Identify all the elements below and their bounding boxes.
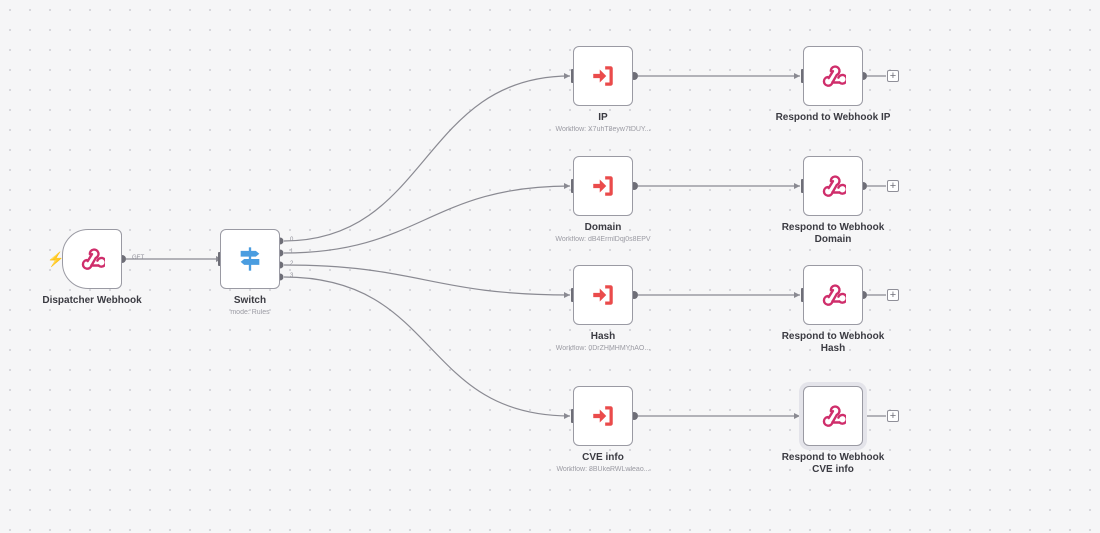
switch-output-1-label: 1 (290, 249, 294, 255)
add-node-button[interactable]: + (887, 410, 899, 422)
webhook-icon (822, 405, 846, 427)
cve-info-label: CVE info (582, 452, 624, 463)
domain-subtitle: Workflow: dB4ErmlDqj0s8EPV (555, 236, 651, 243)
add-node-button[interactable]: + (887, 180, 899, 192)
dispatcher-webhook-node[interactable] (62, 229, 122, 289)
cve-info-workflow-node[interactable] (573, 386, 633, 446)
edge-switch-hash (283, 264, 571, 296)
switch-output-2-label: 2 (290, 261, 294, 267)
respond-webhook-cve-info-node[interactable] (803, 386, 863, 446)
respond-webhook-domain-node[interactable] (803, 156, 863, 216)
webhook-icon (822, 65, 846, 87)
domain-label: Domain (584, 222, 622, 233)
execute-workflow-icon (593, 176, 613, 196)
execute-workflow-icon (593, 285, 613, 305)
switch-output-0-label: 0 (290, 237, 294, 243)
respond-webhook-domain-label: Respond to Webhook Domain (753, 222, 913, 246)
cve-info-subtitle: Workflow: 8BUkeRWLwleao... (556, 466, 650, 473)
ip-workflow-node[interactable] (573, 46, 633, 106)
domain-workflow-node[interactable] (573, 156, 633, 216)
respond-webhook-hash-node[interactable] (803, 265, 863, 325)
respond-webhook-cve-info-label: Respond to Webhook CVE info (753, 452, 913, 476)
dispatcher-webhook-label: Dispatcher Webhook (42, 295, 142, 306)
switch-subtitle: mode: Rules (230, 309, 270, 316)
switch-output-3-label: 3 (290, 273, 294, 279)
execute-workflow-icon (593, 406, 613, 426)
switch-label: Switch (233, 295, 267, 306)
execute-workflow-icon (593, 66, 613, 86)
add-node-button[interactable]: + (887, 70, 899, 82)
hash-label: Hash (590, 331, 616, 342)
respond-webhook-ip-node[interactable] (803, 46, 863, 106)
respond-webhook-cve-info-label-text: Respond to Webhook CVE info (781, 452, 885, 475)
switch-node[interactable] (220, 229, 280, 289)
hash-subtitle: Workflow: 0DrZHMHMYhAO... (555, 345, 651, 352)
respond-webhook-hash-label: Respond to Webhook Hash (753, 331, 913, 355)
trigger-bolt-icon: ⚡ (47, 251, 65, 267)
edge-switch-domain (283, 185, 571, 254)
switch-signpost-icon (240, 247, 260, 271)
ip-label: IP (598, 112, 608, 123)
webhook-icon (822, 284, 846, 306)
webhook-icon (81, 248, 105, 270)
hash-workflow-node[interactable] (573, 265, 633, 325)
respond-webhook-ip-label: Respond to Webhook IP (775, 112, 891, 123)
dispatcher-output-label: GET (132, 255, 145, 261)
edge-switch-cve (283, 276, 571, 417)
edge-switch-ip (283, 75, 571, 242)
respond-webhook-domain-label-text: Respond to Webhook Domain (781, 222, 885, 245)
add-node-button[interactable]: + (887, 289, 899, 301)
ip-subtitle: Workflow: X7uhT8eyw7fDUY... (555, 126, 651, 133)
respond-webhook-hash-label-text: Respond to Webhook Hash (781, 331, 885, 354)
input-handles (218, 69, 805, 423)
webhook-icon (822, 175, 846, 197)
arrowheads (216, 73, 800, 419)
